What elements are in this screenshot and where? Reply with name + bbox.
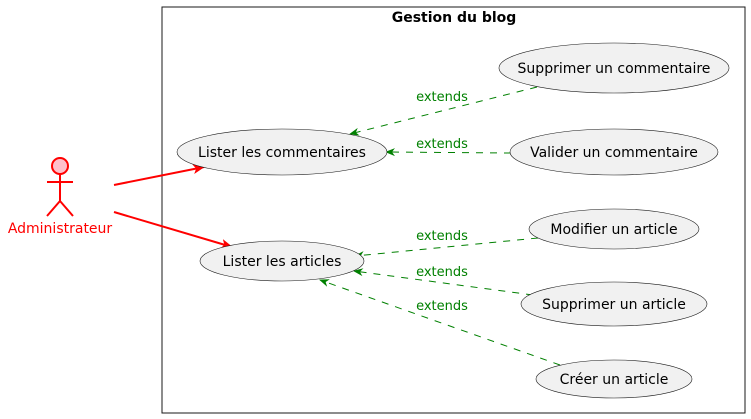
use-case-lister-commentaires[interactable]: Lister les commentaires	[176, 128, 388, 176]
use-case-creer-article[interactable]: Créer un article	[535, 359, 693, 399]
use-case-valider-commentaire[interactable]: Valider un commentaire	[509, 128, 719, 176]
extends-line-modifier-article	[354, 237, 539, 260]
use-case-label: Lister les commentaires	[198, 145, 366, 161]
extends-label: extends	[416, 299, 468, 314]
use-case-supprimer-commentaire[interactable]: Supprimer un commentaire	[498, 42, 730, 94]
extends-line-supprimer-commentaire	[349, 86, 538, 136]
association-to-lister-articles	[113, 211, 233, 249]
actor-administrateur[interactable]: Administrateur	[8, 157, 113, 237]
use-case-modifier-article[interactable]: Modifier un article	[528, 208, 700, 250]
use-case-label: Modifier un article	[550, 222, 677, 238]
use-case-label: Supprimer un article	[542, 297, 686, 313]
extends-line-valider-commentaire	[385, 148, 512, 157]
extends-line-supprimer-article	[353, 268, 534, 296]
extends-label: extends	[416, 90, 468, 105]
extends-label: extends	[416, 137, 468, 152]
use-case-label: Créer un article	[560, 372, 669, 388]
stick-figure-icon	[46, 157, 74, 217]
use-case-lister-articles[interactable]: Lister les articles	[199, 240, 365, 282]
use-case-supprimer-article[interactable]: Supprimer un article	[520, 281, 708, 327]
use-case-label: Valider un commentaire	[530, 145, 698, 161]
extends-label: extends	[416, 229, 468, 244]
extends-line-creer-article	[319, 279, 561, 366]
use-case-label: Supprimer un commentaire	[518, 61, 711, 77]
extends-label: extends	[416, 265, 468, 280]
use-case-label: Lister les articles	[223, 254, 342, 270]
boundary-title: Gestion du blog	[392, 10, 517, 26]
actor-label: Administrateur	[8, 221, 113, 237]
association-to-lister-commentaires	[113, 164, 205, 186]
